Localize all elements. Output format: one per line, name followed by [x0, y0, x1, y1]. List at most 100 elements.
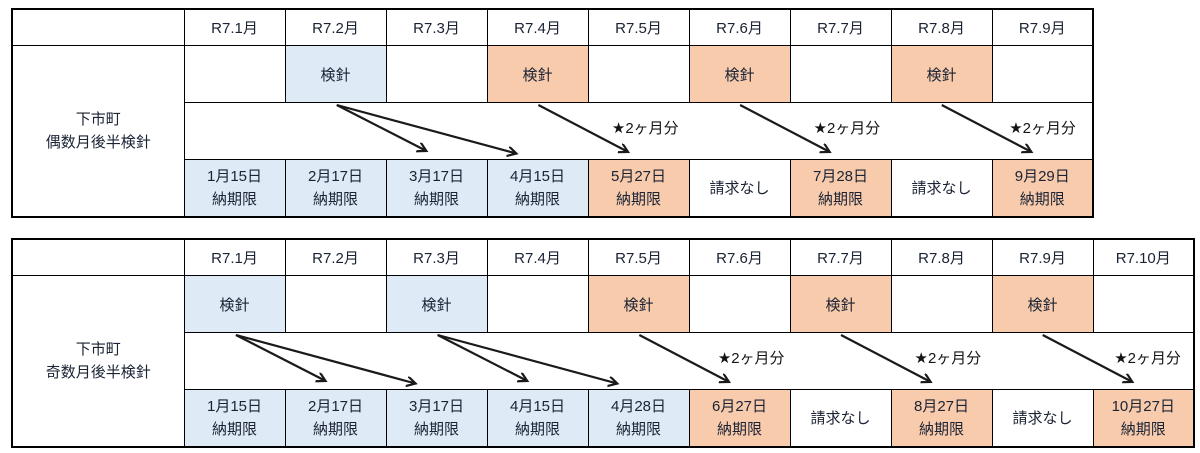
month-header-cell: R7.7月	[789, 8, 892, 46]
arrow-band-cell: ★2ヶ月分★2ヶ月分★2ヶ月分	[183, 332, 1195, 390]
deadline-cell: 2月17日納期限	[284, 159, 387, 218]
deadline-cell: 請求なし	[890, 159, 993, 218]
deadline-line: 納期限	[514, 191, 560, 208]
deadline-cell: 6月27日納期限	[688, 389, 791, 448]
deadline-line: 7月28日	[812, 168, 869, 185]
deadline-cell: 2月17日納期限	[284, 389, 387, 448]
deadline-cell: 3月17日納期限	[385, 389, 488, 448]
star-note-label: ★2ヶ月分	[813, 120, 880, 137]
deadline-line: 請求なし	[911, 179, 972, 197]
deadline-line: 2月17日	[307, 398, 364, 415]
flow-arrow	[335, 103, 514, 153]
corner-cell	[11, 8, 185, 46]
row-label-line: 奇数月後半検針	[45, 364, 151, 381]
kenshin-cell	[385, 45, 488, 103]
arrow-row: ★2ヶ月分★2ヶ月分★2ヶ月分	[12, 332, 1195, 390]
month-header-cell: R7.1月	[183, 8, 286, 46]
flow-arrow	[234, 334, 323, 380]
deadline-line: 納期限	[312, 421, 358, 438]
month-header-cell: R7.4月	[486, 8, 589, 46]
deadline-cell: 請求なし	[991, 389, 1094, 448]
month-header-cell: R7.5月	[587, 8, 690, 46]
flow-arrow	[1041, 334, 1130, 381]
kenshin-cell: 検針	[486, 45, 589, 103]
flow-arrow	[840, 334, 929, 381]
month-header-cell: R7.8月	[890, 238, 993, 276]
kenshin-label: 検針	[623, 296, 654, 314]
deadline-line: 請求なし	[1012, 409, 1073, 427]
deadline-line: 納期限	[514, 421, 560, 438]
star-note-label: ★2ヶ月分	[717, 350, 784, 367]
deadline-line: 9月29日	[1014, 168, 1070, 185]
deadline-line: 請求なし	[810, 409, 871, 427]
deadline-line: 5月27日	[610, 168, 667, 185]
arrows-svg: ★2ヶ月分★2ヶ月分★2ヶ月分	[234, 333, 1180, 389]
deadline-line: 納期限	[1120, 421, 1166, 438]
arrow-row: ★2ヶ月分★2ヶ月分★2ヶ月分	[12, 102, 1094, 160]
kenshin-cell: 検針	[183, 275, 286, 333]
kenshin-label: 検針	[421, 296, 452, 314]
deadline-line: 1月15日	[206, 168, 263, 185]
deadline-line: 4月28日	[610, 398, 667, 415]
deadline-line: 3月17日	[408, 168, 465, 185]
row-label-line: 下市町	[75, 341, 121, 358]
month-header-cell: R7.7月	[789, 238, 892, 276]
month-header-cell: R7.6月	[688, 8, 791, 46]
deadline-cell: 8月27日納期限	[890, 389, 993, 448]
deadline-line: 1月15日	[206, 398, 263, 415]
kenshin-cell	[486, 275, 589, 333]
deadline-line: 納期限	[817, 191, 863, 208]
deadline-line: 10月27日	[1111, 398, 1175, 415]
deadline-cell: 1月15日納期限	[183, 389, 286, 448]
row-label-line: 下市町	[75, 111, 121, 128]
deadline-line: 納期限	[615, 191, 661, 208]
kenshin-cell: 検針	[688, 45, 791, 103]
flow-arrow	[940, 104, 1029, 151]
deadline-line: 納期限	[312, 191, 358, 208]
kenshin-cell: 検針	[385, 275, 488, 333]
month-header-cell: R7.2月	[284, 8, 387, 46]
deadline-cell: 4月28日納期限	[587, 389, 690, 448]
kenshin-cell	[284, 275, 387, 333]
kenshin-cell	[1092, 275, 1195, 333]
deadline-cell: 3月17日納期限	[385, 159, 488, 218]
month-header-cell: R7.3月	[385, 8, 488, 46]
flow-arrow	[537, 104, 626, 151]
flow-arrow	[436, 333, 615, 383]
kenshin-label: 検針	[724, 66, 755, 84]
deadline-cell: 請求なし	[688, 159, 791, 218]
flow-arrow	[235, 333, 413, 383]
month-header-cell: R7.6月	[688, 238, 791, 276]
deadline-cell: 請求なし	[789, 389, 892, 448]
deadline-line: 8月27日	[913, 398, 970, 415]
kenshin-cell	[183, 45, 286, 103]
kenshin-cell: 検針	[991, 275, 1094, 333]
deadline-line: 6月27日	[711, 398, 768, 415]
kenshin-cell: 検針	[284, 45, 387, 103]
month-header-cell: R7.8月	[890, 8, 993, 46]
kenshin-cell: 検針	[587, 275, 690, 333]
deadline-line: 納期限	[413, 421, 459, 438]
kenshin-cell	[688, 275, 791, 333]
month-header-cell: R7.4月	[486, 238, 589, 276]
flow-arrow	[436, 334, 525, 380]
month-header-cell: R7.3月	[385, 238, 488, 276]
deadline-line: 請求なし	[709, 179, 770, 197]
deadline-line: 納期限	[716, 421, 762, 438]
deadline-line: 2月17日	[307, 168, 364, 185]
deadline-line: 納期限	[1019, 191, 1065, 208]
kenshin-cell	[587, 45, 690, 103]
arrow-band-cell: ★2ヶ月分★2ヶ月分★2ヶ月分	[183, 102, 1094, 160]
kenshin-label: 検針	[522, 66, 553, 84]
kenshin-row: 下市町奇数月後半検針検針検針検針検針検針	[11, 275, 1195, 448]
row-label-cell: 下市町偶数月後半検針	[11, 45, 185, 218]
deadline-line: 4月15日	[509, 398, 566, 415]
month-header-cell: R7.2月	[284, 238, 387, 276]
